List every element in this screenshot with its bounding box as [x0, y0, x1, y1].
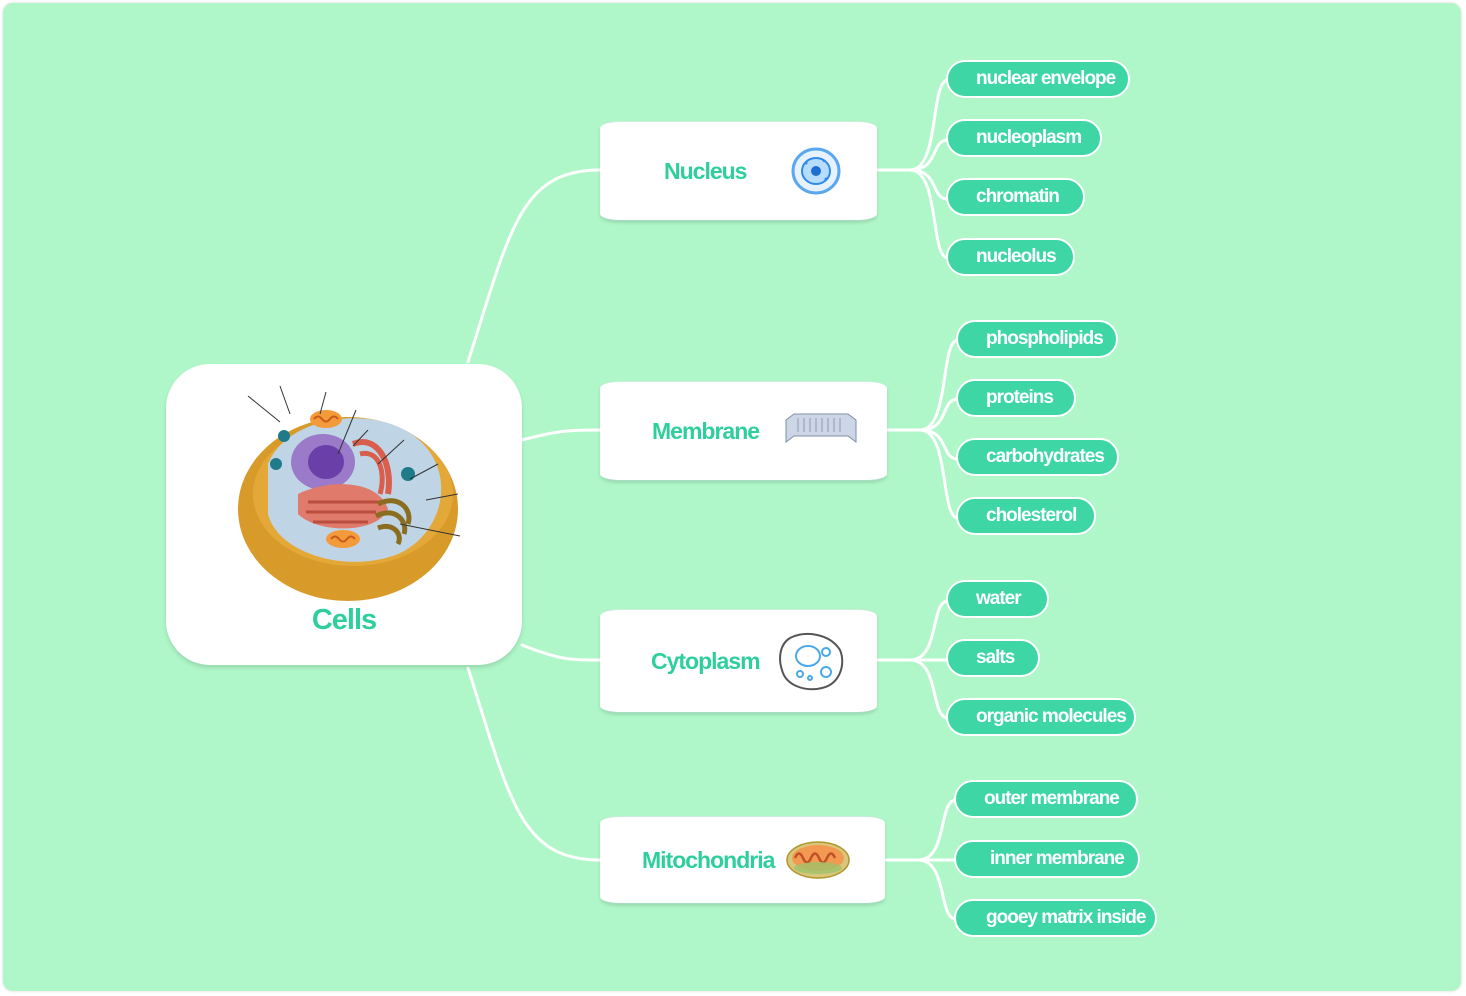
- connector-cytoplasm: [520, 643, 602, 662]
- membrane-icon: [785, 413, 857, 443]
- nucleus-icon: [791, 147, 841, 195]
- branch-mitochondria[interactable]: Mitochondria: [600, 816, 885, 904]
- branch-label-membrane: Membrane: [652, 417, 760, 444]
- leaf-phospholipids[interactable]: phospholipids: [956, 320, 1118, 358]
- branch-nucleus[interactable]: Nucleus: [600, 121, 877, 221]
- leaf-gooey-matrix-inside[interactable]: gooey matrix inside: [954, 899, 1157, 937]
- connector-mitochondria: [466, 666, 602, 862]
- branch-label-mitochondria: Mitochondria: [642, 846, 775, 873]
- leaf-cholesterol[interactable]: cholesterol: [956, 497, 1096, 535]
- leaf-nucleolus[interactable]: nucleolus: [946, 238, 1075, 276]
- leaf-organic-molecules[interactable]: organic molecules: [946, 698, 1136, 736]
- leaf-outer-membrane[interactable]: outer membrane: [954, 780, 1138, 818]
- central-topic-label: Cells: [311, 604, 377, 636]
- leaf-nuclear-envelope[interactable]: nuclear envelope: [946, 60, 1130, 98]
- leaf-proteins[interactable]: proteins: [956, 379, 1076, 417]
- connector-nucleus: [466, 168, 602, 364]
- mitochondria-icon: [786, 841, 850, 879]
- branch-cytoplasm[interactable]: Cytoplasm: [600, 609, 877, 713]
- leaf-carbohydrates[interactable]: carbohydrates: [956, 438, 1119, 476]
- animal-cell-illustration: [238, 385, 461, 601]
- branch-label-cytoplasm: Cytoplasm: [651, 647, 761, 674]
- leaf-nucleoplasm[interactable]: nucleoplasm: [946, 119, 1102, 157]
- connector-membrane: [520, 428, 602, 442]
- leaf-water[interactable]: water: [946, 580, 1049, 618]
- central-topic-cells[interactable]: Cells: [166, 364, 522, 665]
- leaf-inner-membrane[interactable]: inner membrane: [954, 840, 1140, 878]
- leaf-salts[interactable]: salts: [946, 639, 1040, 677]
- cytoplasm-icon: [779, 633, 844, 691]
- branch-membrane[interactable]: Membrane: [600, 381, 887, 481]
- branch-label-nucleus: Nucleus: [664, 157, 747, 184]
- leaf-chromatin[interactable]: chromatin: [946, 178, 1085, 216]
